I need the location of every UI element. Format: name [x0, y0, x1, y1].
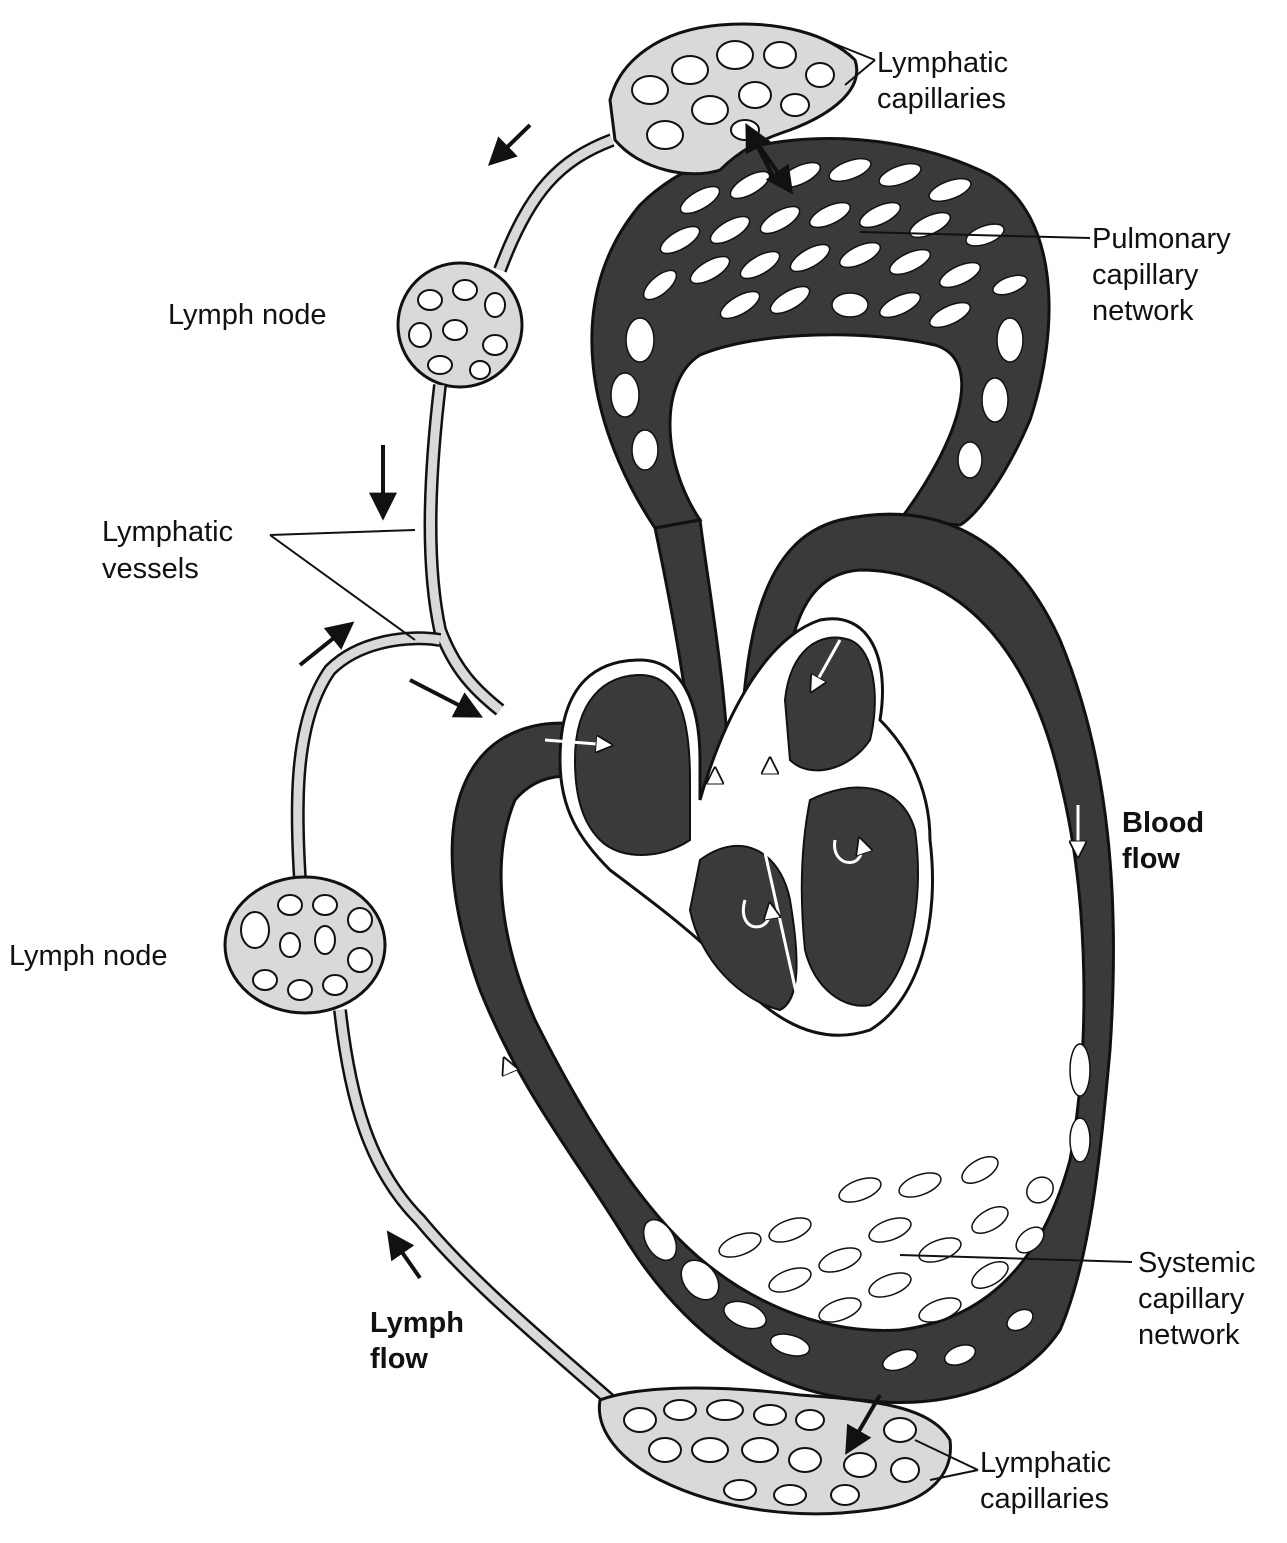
lymph-arrow-bottom	[390, 1235, 420, 1278]
label-lymphatic-capillaries-bottom-1: Lymphatic	[980, 1447, 1111, 1479]
label-blood-flow-2: flow	[1122, 843, 1180, 875]
label-pulmonary-1: Pulmonary	[1092, 223, 1231, 255]
label-systemic-2: capillary	[1138, 1283, 1245, 1315]
label-lymphatic-vessels-1: Lymphatic	[102, 516, 233, 548]
leader-lymphatic-vessels	[270, 530, 415, 640]
right-atrium	[575, 675, 690, 855]
label-lymph-node-lower: Lymph node	[9, 940, 168, 972]
label-pulmonary-3: network	[1092, 295, 1194, 327]
label-lymphatic-capillaries-bottom-2: capillaries	[980, 1483, 1109, 1515]
label-lymphatic-vessels-2: vessels	[102, 553, 199, 585]
lower-lymph-vessel-up	[298, 638, 440, 880]
upper-lymph-vessel	[500, 140, 612, 270]
label-lymphatic-capillaries-top-2: capillaries	[877, 83, 1006, 115]
bottom-lymph-vessel	[340, 1010, 610, 1400]
pulmonary-capillary-network	[592, 139, 1049, 528]
label-lymph-node-upper: Lymph node	[168, 299, 327, 331]
lymph-arrow-top	[492, 125, 530, 162]
label-pulmonary-2: capillary	[1092, 259, 1199, 291]
label-systemic-3: network	[1138, 1319, 1240, 1351]
label-lymph-flow-2: flow	[370, 1343, 428, 1375]
middle-lymph-vessel	[431, 385, 500, 710]
label-blood-flow-1: Blood	[1122, 807, 1204, 839]
label-systemic-1: Systemic	[1138, 1247, 1256, 1279]
label-lymphatic-capillaries-top-1: Lymphatic	[877, 47, 1008, 79]
label-lymph-flow-1: Lymph	[370, 1307, 464, 1339]
